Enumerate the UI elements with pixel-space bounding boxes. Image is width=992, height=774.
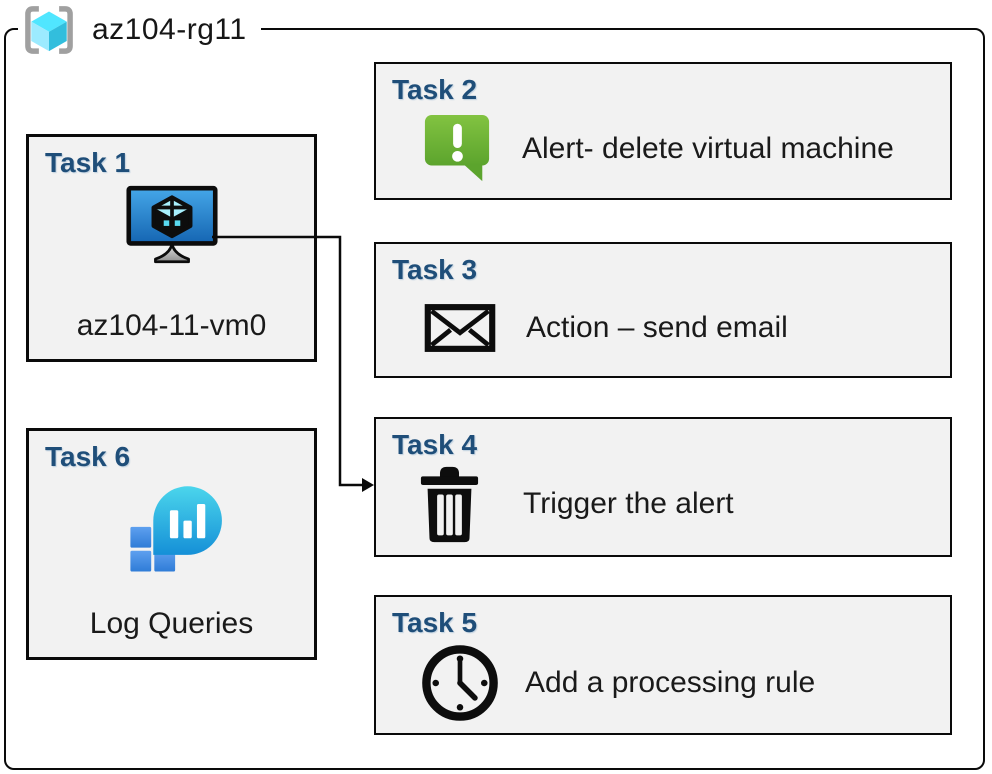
task-3-box: Task 3 Action – send email (374, 242, 952, 378)
task-4-title: Task 4 (392, 429, 478, 460)
email-icon (424, 304, 496, 352)
task-1-icon-wrap (29, 185, 314, 265)
resource-group-name: az104-rg11 (92, 13, 247, 46)
task-6-box: Task 6 Log Queries (26, 428, 317, 660)
task-5-box: Task 5 Add a processing rule (374, 595, 952, 735)
task-1-title: Task 1 (45, 147, 131, 178)
task-6-icon-wrap (29, 479, 314, 583)
task-6-title: Task 6 (45, 441, 131, 472)
resource-group-boundary (4, 28, 985, 770)
task-1-label: az104-11-vm0 (76, 309, 267, 342)
task-2-title: Task 2 (392, 74, 478, 105)
task-5-title: Task 5 (392, 607, 478, 638)
trash-icon (420, 466, 479, 543)
task-6-label: Log Queries (89, 607, 254, 640)
task-5-label: Add a processing rule (525, 666, 816, 699)
task-3-label: Action – send email (526, 311, 788, 344)
task-1-box: Task 1 az104 (26, 134, 317, 362)
resource-group-header: az104-rg11 (18, 1, 261, 59)
resource-group-icon (25, 6, 73, 54)
clock-icon (422, 645, 498, 721)
task-4-label: Trigger the alert (523, 487, 734, 520)
task-4-box: Task 4 Trigger the alert (374, 417, 952, 557)
task-2-label: Alert- delete virtual machine (522, 132, 894, 165)
task-2-box: Task 2 Alert- delete virtual machine (374, 62, 952, 200)
alert-icon (424, 114, 490, 182)
virtual-machine-icon (125, 185, 218, 264)
log-analytics-icon (129, 486, 222, 572)
task-3-title: Task 3 (392, 254, 478, 285)
